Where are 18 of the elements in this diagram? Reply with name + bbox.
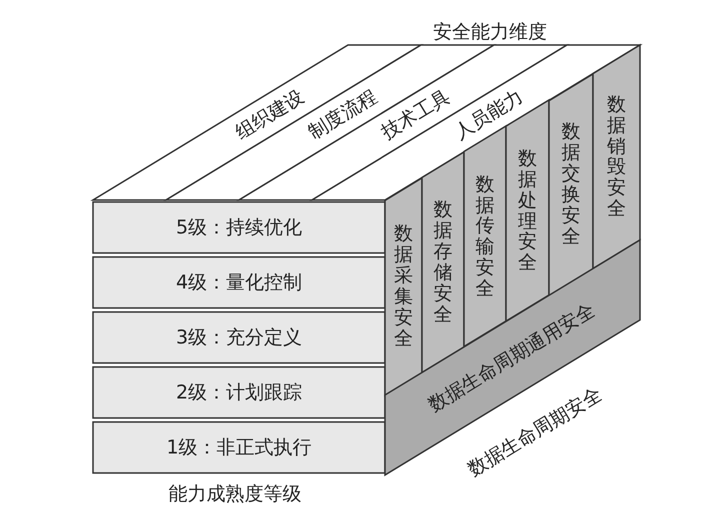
node-label: 数据销毁安全 [607, 94, 626, 220]
node-label: 数据交换安全 [562, 122, 580, 248]
node-label: 5级：持续优化 [176, 217, 302, 238]
level-box [93, 202, 385, 253]
node-label: 1级：非正式执行 [166, 437, 312, 458]
axis-label: 安全能力维度 [433, 20, 547, 45]
level-box [93, 367, 385, 418]
node-label: 2级：计划跟踪 [176, 382, 302, 403]
node-label: 数据传输安全 [476, 174, 494, 300]
node-label: 3级：充分定义 [176, 327, 302, 348]
node-label: 4级：量化控制 [176, 272, 302, 293]
axis-label: 能力成熟度等级 [168, 482, 302, 507]
level-box [93, 257, 385, 308]
level-box [93, 312, 385, 363]
node-label: 数据处理安全 [518, 148, 537, 274]
node-label: 数据存储安全 [434, 200, 452, 325]
node-label: 数据采集安全 [394, 224, 413, 349]
level-box [93, 422, 385, 473]
